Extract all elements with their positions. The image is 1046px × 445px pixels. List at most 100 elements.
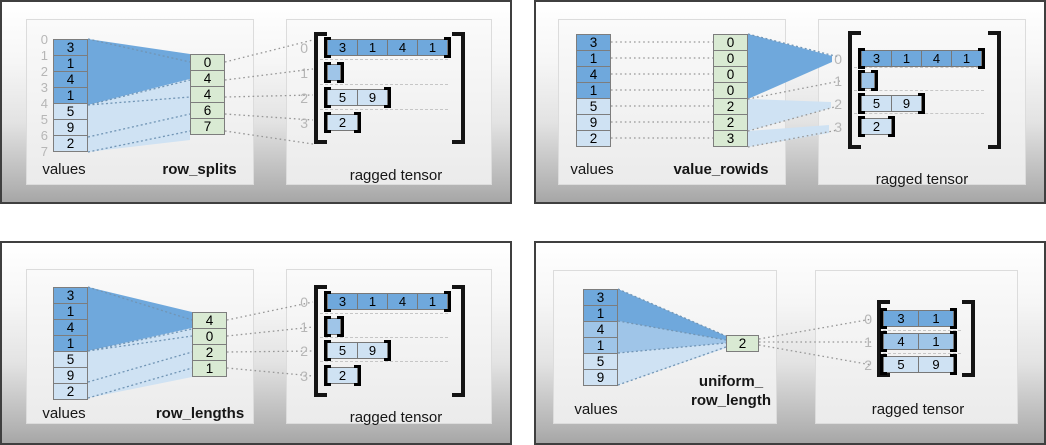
value-cell: 5 xyxy=(53,351,88,368)
close-bracket-icon xyxy=(871,70,878,91)
value-cell: 1 xyxy=(583,305,618,322)
close-bracket-icon xyxy=(888,116,895,137)
close-bracket-icon xyxy=(950,308,957,329)
value-cell: 1 xyxy=(53,87,88,104)
row-lengths-cell: 0 xyxy=(192,328,227,345)
value-cell: 3 xyxy=(576,34,611,51)
tensor-cell: 4 xyxy=(387,293,418,310)
value-cell: 5 xyxy=(576,98,611,115)
ragged-tensor-label: ragged tensor xyxy=(349,167,443,184)
value-rowids-label: value_rowids xyxy=(673,161,769,178)
tensor-cell: 4 xyxy=(387,39,418,56)
row-index: 2 xyxy=(300,89,308,106)
close-bracket-icon xyxy=(988,31,1001,149)
value-index: 7 xyxy=(40,143,48,159)
tensor-cell: 3 xyxy=(883,310,919,327)
open-bracket-icon xyxy=(877,300,890,377)
open-bracket-icon xyxy=(324,316,331,337)
row-index: 2 xyxy=(834,95,842,112)
tensor-row: 1 xyxy=(826,70,878,91)
value-cell: 1 xyxy=(53,335,88,352)
row-separator xyxy=(320,361,448,362)
row-index: 3 xyxy=(834,118,842,135)
tensor-cell xyxy=(327,64,341,81)
tensor-cell: 9 xyxy=(918,356,954,373)
tensor-cell: 1 xyxy=(891,50,922,67)
row-index: 1 xyxy=(300,64,308,81)
tensor-cell xyxy=(327,318,341,335)
row-separator xyxy=(320,109,448,110)
value-rowids-cell: 0 xyxy=(713,66,748,83)
tensor-row: 3 2 xyxy=(292,365,361,386)
value-index: 1 xyxy=(40,47,48,63)
row-index: 0 xyxy=(300,293,308,310)
value-index: 3 xyxy=(40,79,48,95)
value-cell: 9 xyxy=(53,367,88,384)
value-cell: 4 xyxy=(53,71,88,88)
value-cell: 5 xyxy=(53,103,88,120)
row-separator xyxy=(320,313,448,314)
value-index: 6 xyxy=(40,127,48,143)
ragged-tensor-label: ragged tensor xyxy=(871,401,965,418)
row-splits-cell: 4 xyxy=(190,86,225,103)
uniform-row-length-column: 2 xyxy=(726,335,759,352)
tensor-cell: 2 xyxy=(327,367,358,384)
value-rowids-cell: 0 xyxy=(713,50,748,67)
close-bracket-icon xyxy=(337,62,344,83)
value-cell: 9 xyxy=(53,119,88,136)
open-bracket-icon xyxy=(858,48,865,69)
row-splits-cell: 0 xyxy=(190,54,225,71)
row-index: 0 xyxy=(834,50,842,67)
tensor-cell: 1 xyxy=(357,39,388,56)
value-rowids-cell: 2 xyxy=(713,98,748,115)
row-splits-cell: 6 xyxy=(190,102,225,119)
tensor-cell: 1 xyxy=(918,310,954,327)
value-cell: 2 xyxy=(576,130,611,147)
row-splits-label: row_splits xyxy=(162,161,237,178)
values-label: values xyxy=(42,405,86,422)
row-separator xyxy=(320,337,448,338)
row-separator xyxy=(883,353,961,354)
value-cell: 5 xyxy=(583,353,618,370)
close-bracket-icon xyxy=(978,48,985,69)
open-bracket-icon xyxy=(324,340,331,361)
value-cell: 1 xyxy=(53,303,88,320)
open-bracket-icon xyxy=(314,285,327,397)
row-lengths-cell: 1 xyxy=(192,360,227,377)
tensor-row: 3 2 xyxy=(292,112,361,133)
tensor-cell: 5 xyxy=(327,342,358,359)
value-cell: 4 xyxy=(576,66,611,83)
open-bracket-icon xyxy=(880,308,887,329)
value-cell: 4 xyxy=(53,319,88,336)
row-lengths-cell: 2 xyxy=(192,344,227,361)
row-index: 1 xyxy=(300,318,308,335)
tensor-row: 1 xyxy=(292,316,344,337)
open-bracket-icon xyxy=(858,116,865,137)
close-bracket-icon xyxy=(452,285,465,397)
row-index: 1 xyxy=(834,72,842,89)
row-lengths-cell: 4 xyxy=(192,312,227,329)
value-rowids-cell: 3 xyxy=(713,130,748,147)
close-bracket-icon xyxy=(444,37,451,58)
value-cell: 2 xyxy=(53,135,88,152)
open-bracket-icon xyxy=(324,87,331,108)
open-bracket-icon xyxy=(324,37,331,58)
value-index: 5 xyxy=(40,111,48,127)
tensor-cell: 5 xyxy=(861,95,892,112)
tensor-cell: 9 xyxy=(357,342,388,359)
tensor-cell: 3 xyxy=(861,50,892,67)
row-index: 2 xyxy=(300,342,308,359)
row-separator xyxy=(883,330,961,331)
values-label: values xyxy=(574,401,618,418)
